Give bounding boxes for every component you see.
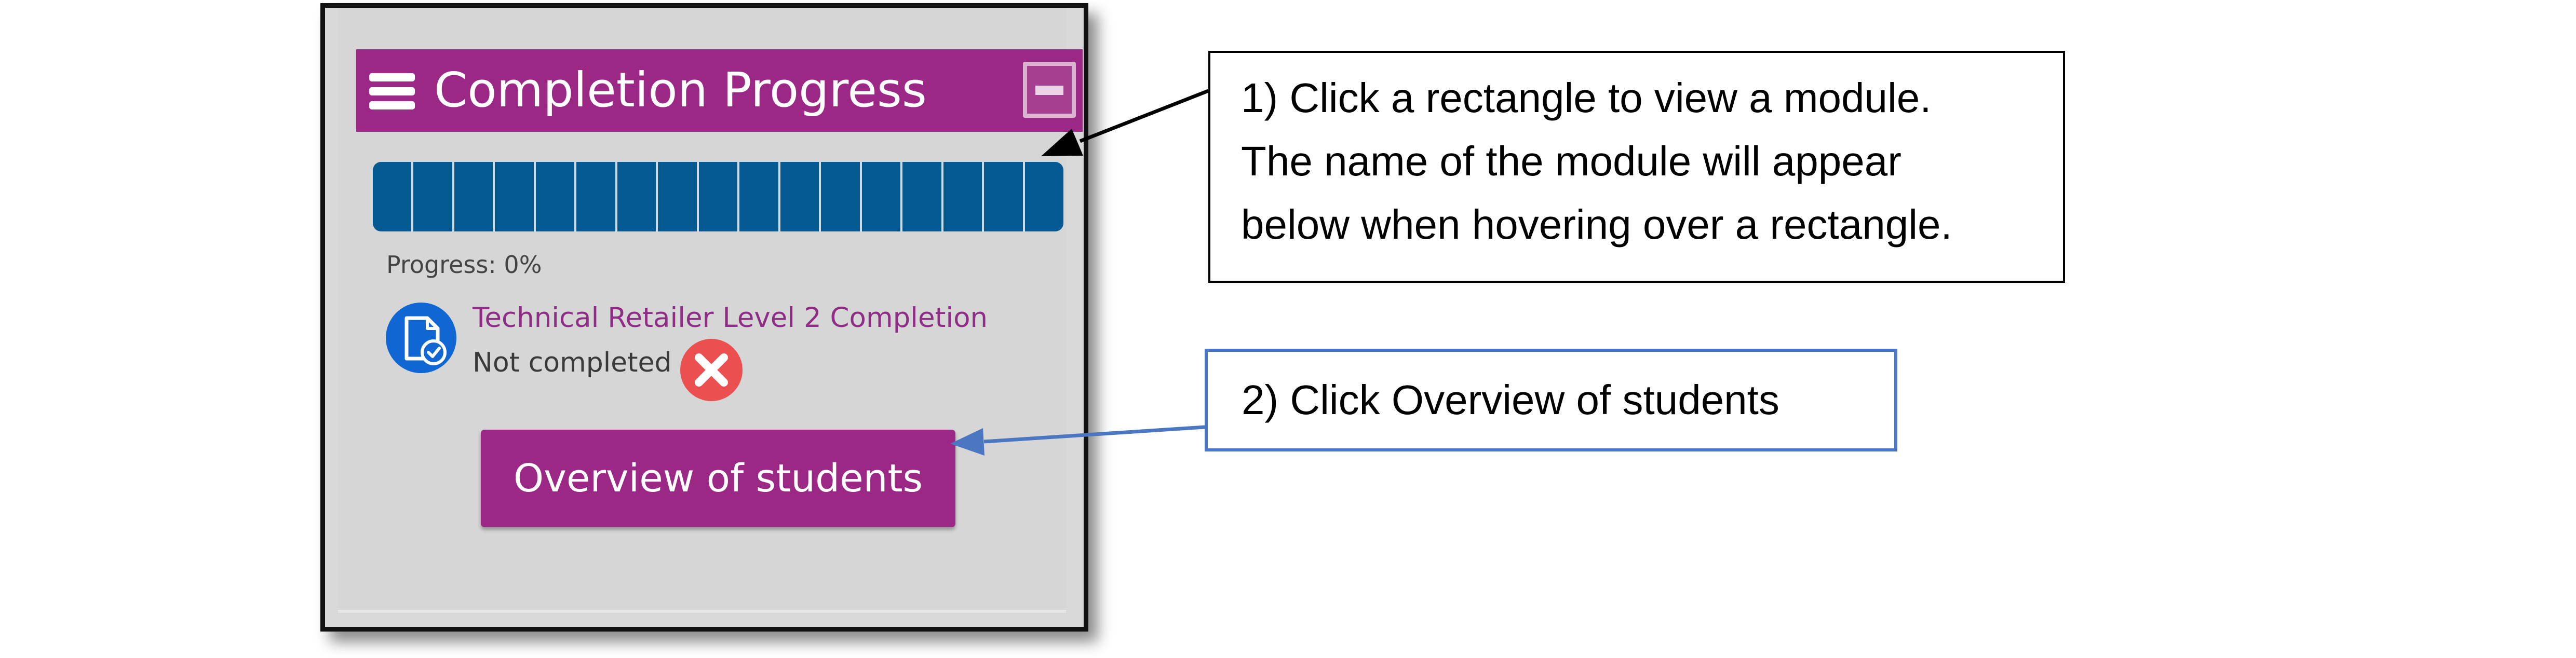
block-screenshot-frame: Completion Progress Progress: 0% Technic… [320,3,1088,632]
module-progress-bar [373,162,1063,231]
module-rectangle[interactable] [1025,162,1063,231]
module-rectangle[interactable] [413,162,454,231]
callout-line: The name of the module will appear [1241,138,1901,184]
document-check-icon [386,303,456,373]
callout-click-rectangle: 1) Click a rectangle to view a module. T… [1208,51,2065,283]
module-rectangle[interactable] [454,162,495,231]
completion-status: Not completed [473,347,672,378]
module-rectangle[interactable] [862,162,903,231]
module-rectangle[interactable] [780,162,821,231]
module-rectangle[interactable] [658,162,699,231]
arrow-to-progress-bar [1079,89,1209,143]
module-rectangle[interactable] [495,162,536,231]
callout-line: below when hovering over a rectangle. [1241,201,1952,248]
module-rectangle[interactable] [536,162,577,231]
hamburger-menu-icon[interactable] [369,73,415,109]
module-rectangle[interactable] [902,162,943,231]
module-rectangle[interactable] [699,162,740,231]
red-x-circle-icon [680,339,743,401]
module-rectangle[interactable] [943,162,984,231]
completion-item-link[interactable]: Technical Retailer Level 2 Completion [473,302,988,334]
progress-label: Progress: 0% [386,251,542,279]
callout-overview-students: 2) Click Overview of students [1205,349,1897,451]
collapse-icon[interactable] [1023,62,1076,118]
overview-of-students-button[interactable]: Overview of students [481,430,955,527]
callout-line: 1) Click a rectangle to view a module. [1241,75,1932,121]
module-rectangle[interactable] [373,162,414,231]
module-rectangle[interactable] [821,162,862,231]
block-title: Completion Progress [434,62,927,118]
module-rectangle[interactable] [739,162,780,231]
module-rectangle[interactable] [984,162,1025,231]
module-rectangle[interactable] [576,162,617,231]
module-rectangle[interactable] [617,162,658,231]
block-header: Completion Progress [356,49,1083,132]
